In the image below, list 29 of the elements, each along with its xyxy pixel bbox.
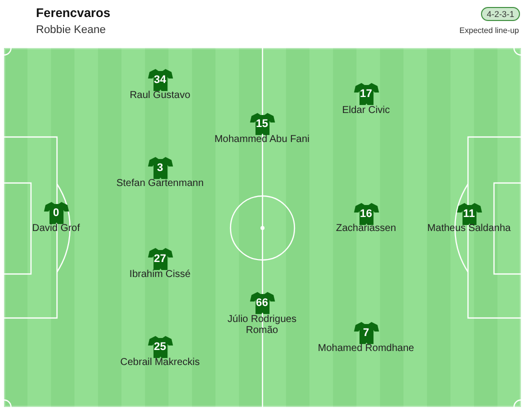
player-shirt (354, 83, 378, 105)
player-name: Mohamed Romdhane (318, 343, 414, 354)
lineup-status: Expected line-up (459, 26, 519, 36)
player-name: Cebrail Makreckis (120, 357, 200, 368)
shirt-number: 27 (154, 254, 166, 265)
player-shirt (354, 322, 378, 344)
player-name: Eldar Civic (342, 105, 390, 116)
shirt-number: 3 (156, 163, 164, 174)
player-shirt (354, 203, 378, 225)
player-name: Zachariassen (336, 223, 396, 234)
shirt-number: 15 (256, 119, 268, 130)
coach-name: Robbie Keane (36, 24, 106, 37)
player-shirt (148, 157, 172, 179)
shirt-number: 16 (360, 209, 372, 220)
player-name: Ibrahim Cissé (129, 269, 191, 280)
player-name: Stefan Gartenmann (116, 178, 204, 189)
player-shirt (148, 69, 172, 91)
shirt-number: 25 (154, 342, 166, 353)
team-name: Ferencvaros (36, 6, 110, 21)
player-shirt (148, 248, 172, 270)
player-shirt (148, 336, 172, 358)
shirt-number: 0 (52, 208, 60, 219)
formation-badge: 4-2-3-1 (481, 7, 520, 21)
player-name: Raul Gustavo (130, 90, 190, 101)
shirt-number: 17 (360, 89, 372, 100)
shirt-number: 34 (154, 75, 166, 86)
shirt-number: 7 (362, 328, 370, 339)
shirt-number: 11 (463, 209, 475, 220)
shirt-number: 66 (256, 298, 268, 309)
